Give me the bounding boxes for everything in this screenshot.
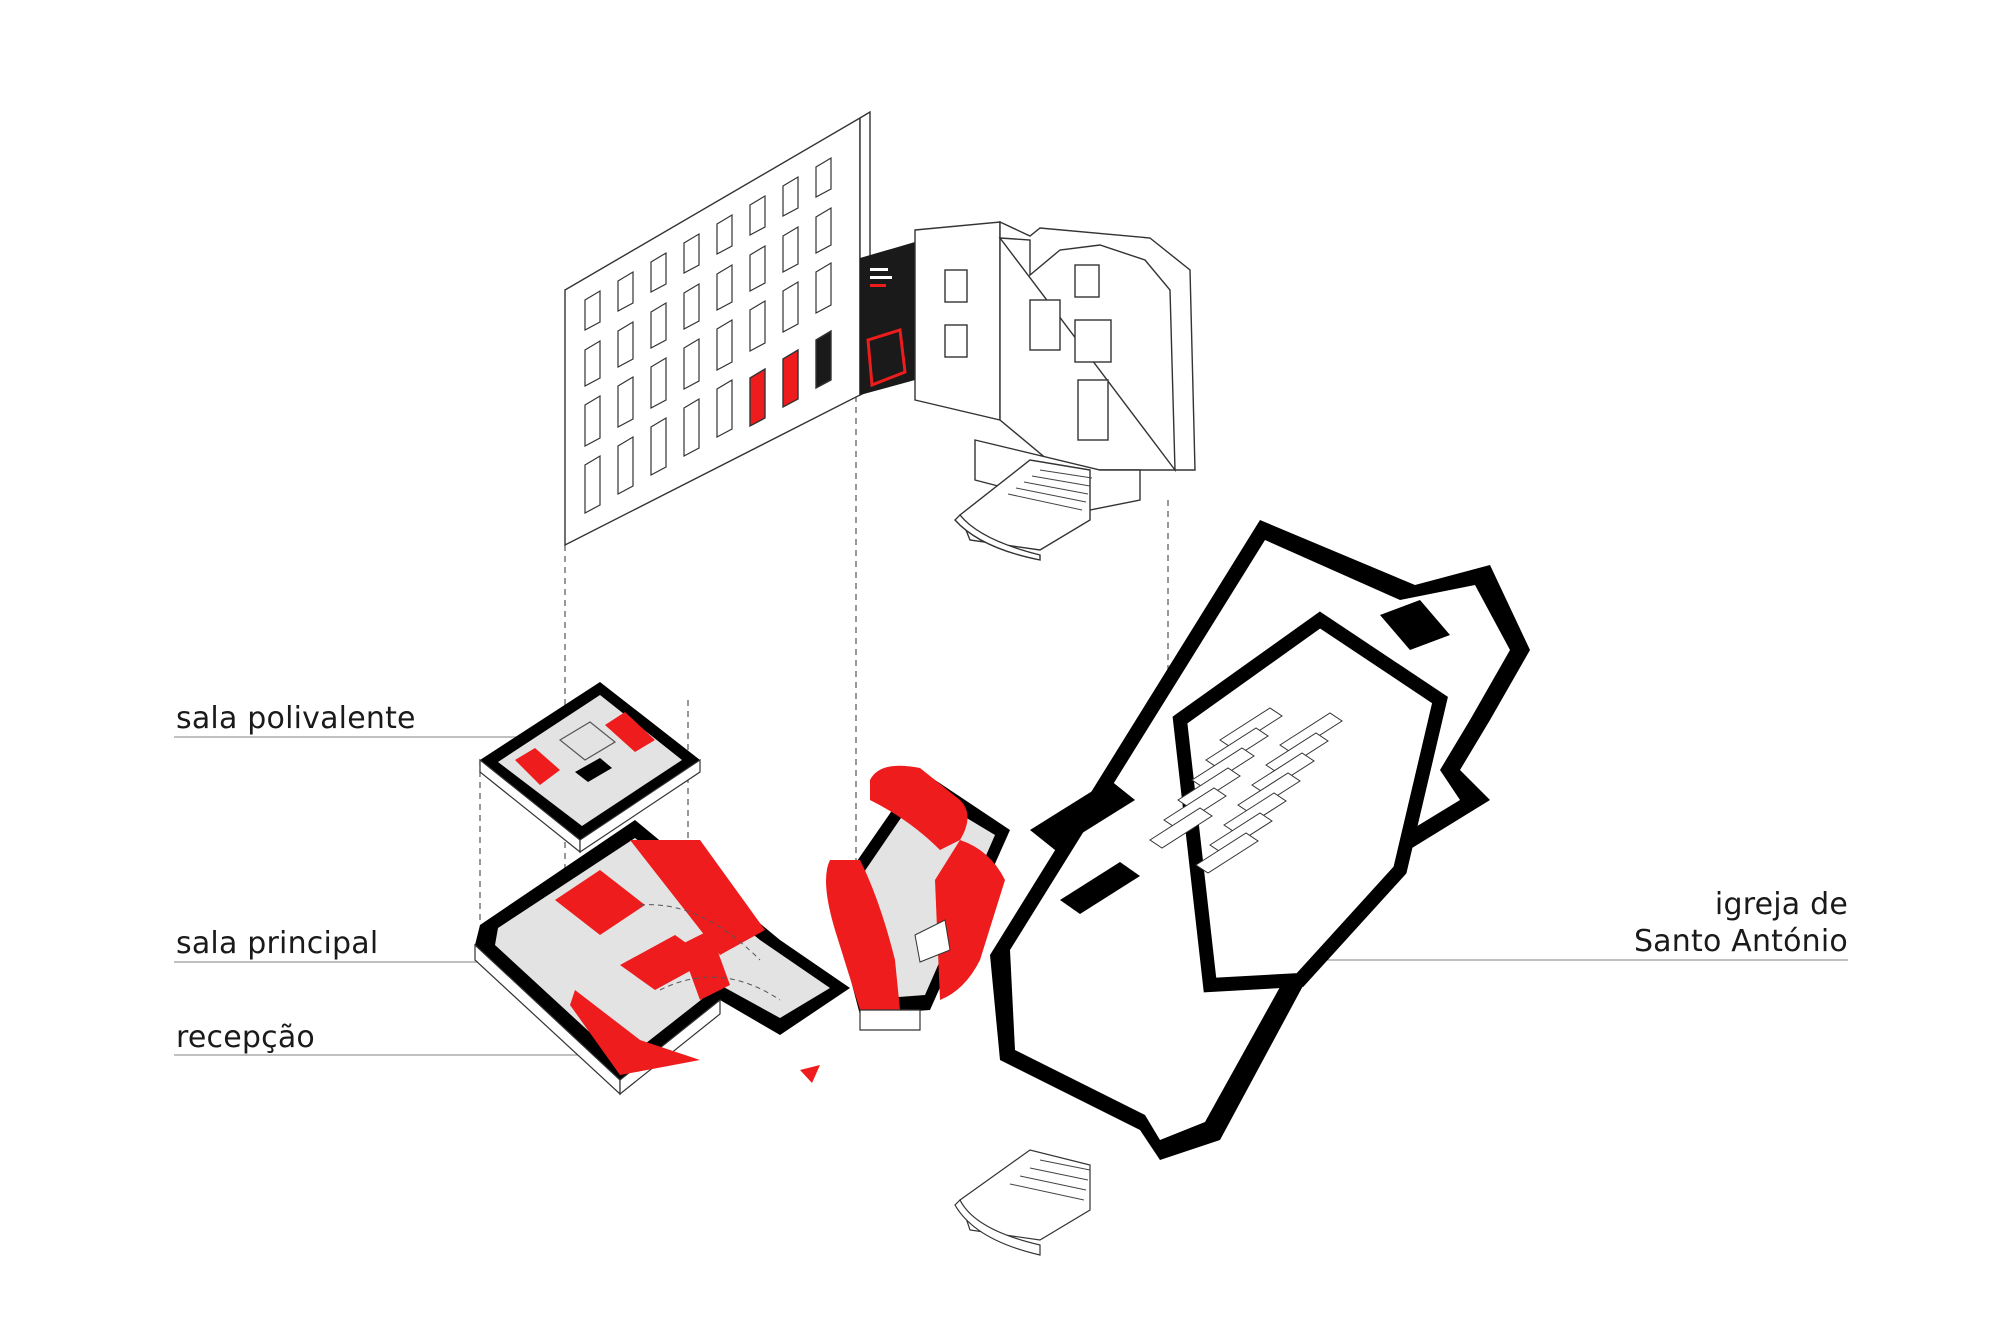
label-igreja-line1: igreja de bbox=[1714, 887, 1848, 922]
label-sala-polivalente: sala polivalente bbox=[176, 701, 416, 736]
sala-principal-block bbox=[474, 820, 850, 1096]
entrance-marker bbox=[800, 1065, 820, 1083]
label-recepcao: recepção bbox=[176, 1020, 315, 1055]
church-plan bbox=[954, 520, 1530, 1256]
church-facade bbox=[914, 220, 1196, 561]
label-igreja-line2: Santo António bbox=[1633, 924, 1848, 959]
building-facade bbox=[564, 110, 871, 547]
label-sala-principal: sala principal bbox=[176, 926, 379, 961]
museum-poster bbox=[860, 242, 915, 395]
sala-polivalente-block bbox=[479, 682, 701, 854]
vaulted-room bbox=[826, 765, 1010, 1031]
